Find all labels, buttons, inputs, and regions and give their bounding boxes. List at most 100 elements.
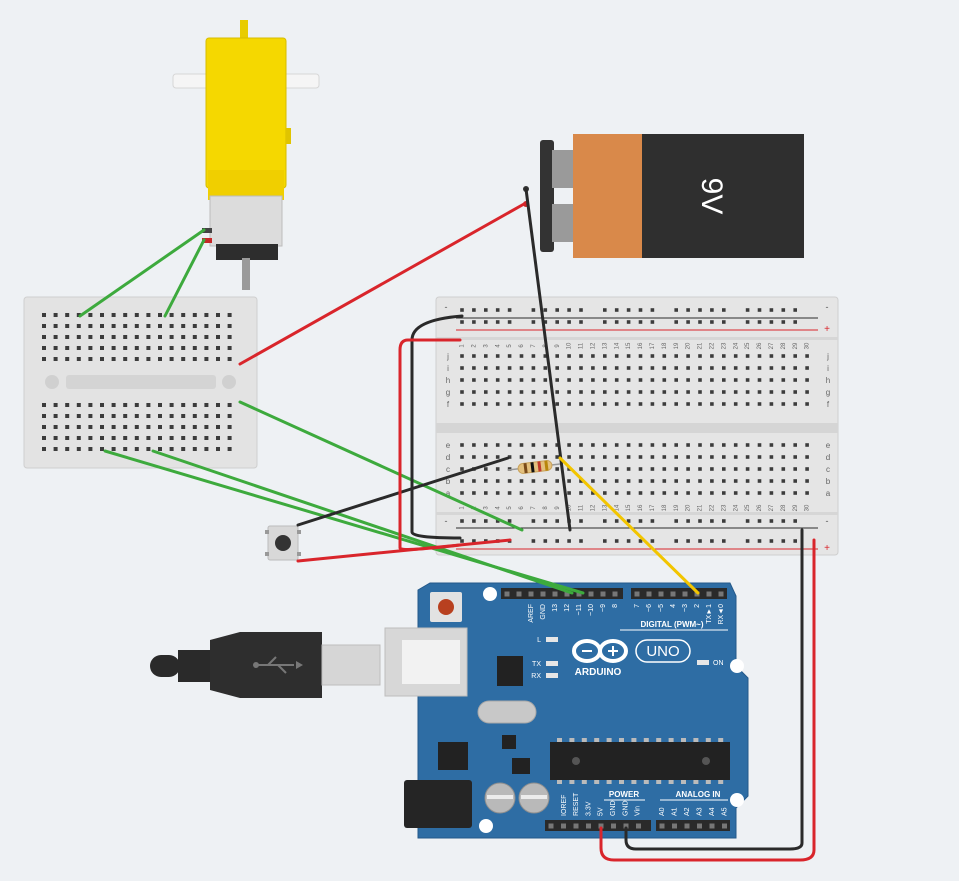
wire-motor-to-mini-2[interactable]: [163, 238, 206, 318]
breadboard-hole[interactable]: [123, 447, 128, 451]
breadboard-hole[interactable]: [42, 335, 46, 339]
rail-hole[interactable]: [543, 519, 548, 523]
breadboard-hole[interactable]: [495, 378, 500, 382]
breadboard-hole[interactable]: [781, 402, 786, 406]
breadboard-hole[interactable]: [531, 455, 536, 459]
breadboard-hole[interactable]: [146, 447, 151, 451]
breadboard-hole[interactable]: [722, 455, 726, 459]
breadboard-hole[interactable]: [543, 443, 548, 447]
breadboard-hole[interactable]: [614, 443, 619, 447]
breadboard-hole[interactable]: [134, 313, 139, 317]
breadboard-hole[interactable]: [88, 447, 93, 451]
breadboard-hole[interactable]: [484, 378, 488, 382]
breadboard-hole[interactable]: [519, 491, 524, 495]
breadboard-hole[interactable]: [603, 455, 607, 459]
breadboard-hole[interactable]: [192, 346, 197, 350]
breadboard-hole[interactable]: [76, 447, 81, 451]
breadboard-hole[interactable]: [123, 357, 128, 361]
battery-9v[interactable]: 9V: [523, 134, 804, 258]
breadboard-hole[interactable]: [745, 443, 750, 447]
breadboard-hole[interactable]: [650, 366, 655, 370]
rail-hole[interactable]: [543, 320, 548, 324]
breadboard-hole[interactable]: [76, 324, 81, 328]
breadboard-hole[interactable]: [733, 378, 738, 382]
breadboard-hole[interactable]: [65, 357, 70, 361]
breadboard-hole[interactable]: [204, 313, 209, 317]
breadboard-hole[interactable]: [192, 447, 197, 451]
breadboard-hole[interactable]: [805, 366, 809, 370]
breadboard-hole[interactable]: [123, 313, 128, 317]
breadboard-hole[interactable]: [757, 455, 762, 459]
breadboard-hole[interactable]: [216, 447, 220, 451]
rail-hole[interactable]: [495, 308, 500, 312]
breadboard-hole[interactable]: [53, 313, 58, 317]
breadboard-hole[interactable]: [192, 357, 197, 361]
push-button[interactable]: [265, 525, 301, 561]
breadboard-hole[interactable]: [169, 324, 174, 328]
breadboard-hole[interactable]: [591, 491, 595, 495]
breadboard-hole[interactable]: [579, 455, 583, 459]
breadboard-hole[interactable]: [88, 324, 93, 328]
rail-hole[interactable]: [650, 519, 655, 523]
breadboard-hole[interactable]: [472, 366, 476, 370]
breadboard-hole[interactable]: [76, 403, 81, 407]
breadboard-hole[interactable]: [579, 479, 583, 483]
rail-hole[interactable]: [638, 308, 643, 312]
breadboard-hole[interactable]: [698, 443, 702, 447]
rail-hole[interactable]: [745, 519, 750, 523]
rail-hole[interactable]: [579, 519, 583, 523]
breadboard-hole[interactable]: [100, 447, 104, 451]
breadboard-hole[interactable]: [591, 455, 595, 459]
breadboard-hole[interactable]: [674, 491, 678, 495]
breadboard-hole[interactable]: [42, 313, 46, 317]
breadboard-hole[interactable]: [111, 403, 116, 407]
rail-hole[interactable]: [472, 308, 476, 312]
breadboard-hole[interactable]: [204, 425, 209, 429]
rail-hole[interactable]: [614, 539, 619, 543]
breadboard-hole[interactable]: [614, 479, 619, 483]
breadboard-hole[interactable]: [579, 366, 583, 370]
rail-hole[interactable]: [495, 320, 500, 324]
breadboard-hole[interactable]: [507, 479, 512, 483]
rail-hole[interactable]: [472, 320, 476, 324]
breadboard-hole[interactable]: [591, 443, 595, 447]
breadboard-hole[interactable]: [555, 354, 559, 358]
breadboard-hole[interactable]: [134, 403, 139, 407]
breadboard-hole[interactable]: [733, 402, 738, 406]
breadboard-hole[interactable]: [603, 479, 607, 483]
breadboard-hole[interactable]: [662, 443, 667, 447]
breadboard-hole[interactable]: [216, 414, 220, 418]
breadboard-hole[interactable]: [146, 346, 151, 350]
rail-hole[interactable]: [722, 320, 726, 324]
rail-hole[interactable]: [698, 539, 702, 543]
rail-hole[interactable]: [555, 539, 559, 543]
breadboard-hole[interactable]: [216, 425, 220, 429]
breadboard-hole[interactable]: [626, 455, 631, 459]
breadboard-hole[interactable]: [757, 402, 762, 406]
breadboard-hole[interactable]: [158, 414, 162, 418]
breadboard-hole[interactable]: [531, 443, 536, 447]
breadboard-hole[interactable]: [698, 402, 702, 406]
breadboard-hole[interactable]: [769, 443, 774, 447]
rail-hole[interactable]: [793, 320, 797, 324]
rail-hole[interactable]: [567, 320, 571, 324]
breadboard-hole[interactable]: [591, 354, 595, 358]
breadboard-hole[interactable]: [495, 354, 500, 358]
rail-hole[interactable]: [722, 308, 726, 312]
breadboard-hole[interactable]: [181, 313, 186, 317]
breadboard-hole[interactable]: [227, 425, 232, 429]
wire-button-to-resistor[interactable]: [296, 456, 510, 527]
breadboard-hole[interactable]: [674, 390, 678, 394]
breadboard-hole[interactable]: [603, 402, 607, 406]
breadboard-hole[interactable]: [76, 346, 81, 350]
breadboard-hole[interactable]: [793, 467, 797, 471]
breadboard-hole[interactable]: [626, 443, 631, 447]
breadboard-hole[interactable]: [495, 455, 500, 459]
breadboard-hole[interactable]: [158, 346, 162, 350]
breadboard-hole[interactable]: [638, 378, 643, 382]
breadboard-hole[interactable]: [769, 455, 774, 459]
breadboard-hole[interactable]: [805, 491, 809, 495]
breadboard-hole[interactable]: [638, 455, 643, 459]
breadboard-hole[interactable]: [781, 443, 786, 447]
